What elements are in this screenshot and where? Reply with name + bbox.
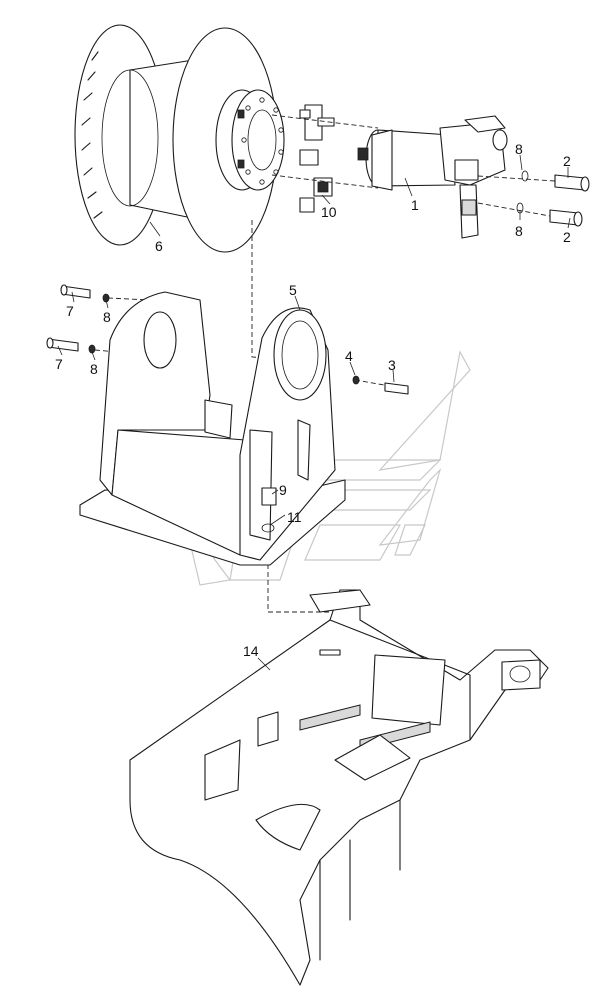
bolt-set-right <box>477 170 590 227</box>
hydraulic-motor <box>357 115 508 239</box>
callout-7-lower: 7 <box>55 356 63 372</box>
callout-7-upper: 7 <box>66 303 74 319</box>
callout-8-left-lower: 8 <box>90 361 98 377</box>
callout-3: 3 <box>388 357 396 373</box>
callout-2-lower: 2 <box>563 229 571 245</box>
bolt-set-left <box>46 284 110 354</box>
drum-support-bracket <box>79 291 409 566</box>
assembly-line <box>354 379 391 387</box>
callout-8-left-upper: 8 <box>103 309 111 325</box>
leader-lines <box>57 154 571 671</box>
callout-8-right: 8 <box>515 223 523 239</box>
assembly-line <box>271 174 379 189</box>
hose-fittings <box>299 104 335 213</box>
assembly-line <box>271 114 379 129</box>
callout-6: 6 <box>155 238 163 254</box>
callout-8-top: 8 <box>515 141 523 157</box>
callout-14: 14 <box>243 643 259 659</box>
callout-5: 5 <box>289 282 297 298</box>
callouts: 1 2 2 3 4 5 6 7 7 8 8 8 8 9 10 11 14 <box>55 141 571 659</box>
winch-drum <box>74 24 285 253</box>
callout-1: 1 <box>411 197 419 213</box>
callout-4: 4 <box>345 348 353 364</box>
callout-11: 11 <box>287 509 302 525</box>
callout-2-upper: 2 <box>563 153 571 169</box>
chassis-frame <box>129 589 549 986</box>
callout-10: 10 <box>321 204 337 220</box>
callout-9: 9 <box>279 482 287 498</box>
